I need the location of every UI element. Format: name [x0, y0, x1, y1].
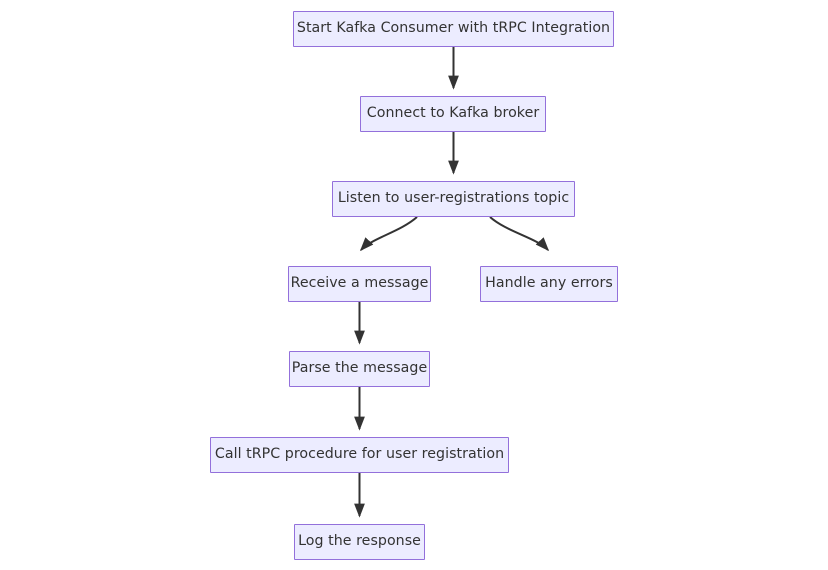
node-label: Listen to user-registrations topic — [337, 190, 570, 207]
node-call-trpc-procedure[interactable]: Call tRPC procedure for user registratio… — [210, 437, 509, 473]
node-log-the-response[interactable]: Log the response — [294, 524, 425, 560]
node-label: Connect to Kafka broker — [366, 105, 540, 122]
node-label: Start Kafka Consumer with tRPC Integrati… — [296, 20, 611, 37]
node-label: Receive a message — [290, 275, 429, 292]
node-start-kafka-consumer[interactable]: Start Kafka Consumer with tRPC Integrati… — [293, 11, 614, 47]
node-label: Parse the message — [291, 360, 428, 377]
node-parse-the-message[interactable]: Parse the message — [289, 351, 430, 387]
edge-listen-to-receive — [359, 216, 418, 252]
edge-listen-to-errors — [489, 216, 550, 252]
node-receive-a-message[interactable]: Receive a message — [288, 266, 431, 302]
node-connect-to-kafka-broker[interactable]: Connect to Kafka broker — [360, 96, 546, 132]
node-listen-to-topic[interactable]: Listen to user-registrations topic — [332, 181, 575, 217]
node-label: Call tRPC procedure for user registratio… — [214, 446, 505, 463]
node-label: Log the response — [298, 533, 421, 550]
node-handle-any-errors[interactable]: Handle any errors — [480, 266, 618, 302]
node-label: Handle any errors — [485, 275, 613, 292]
